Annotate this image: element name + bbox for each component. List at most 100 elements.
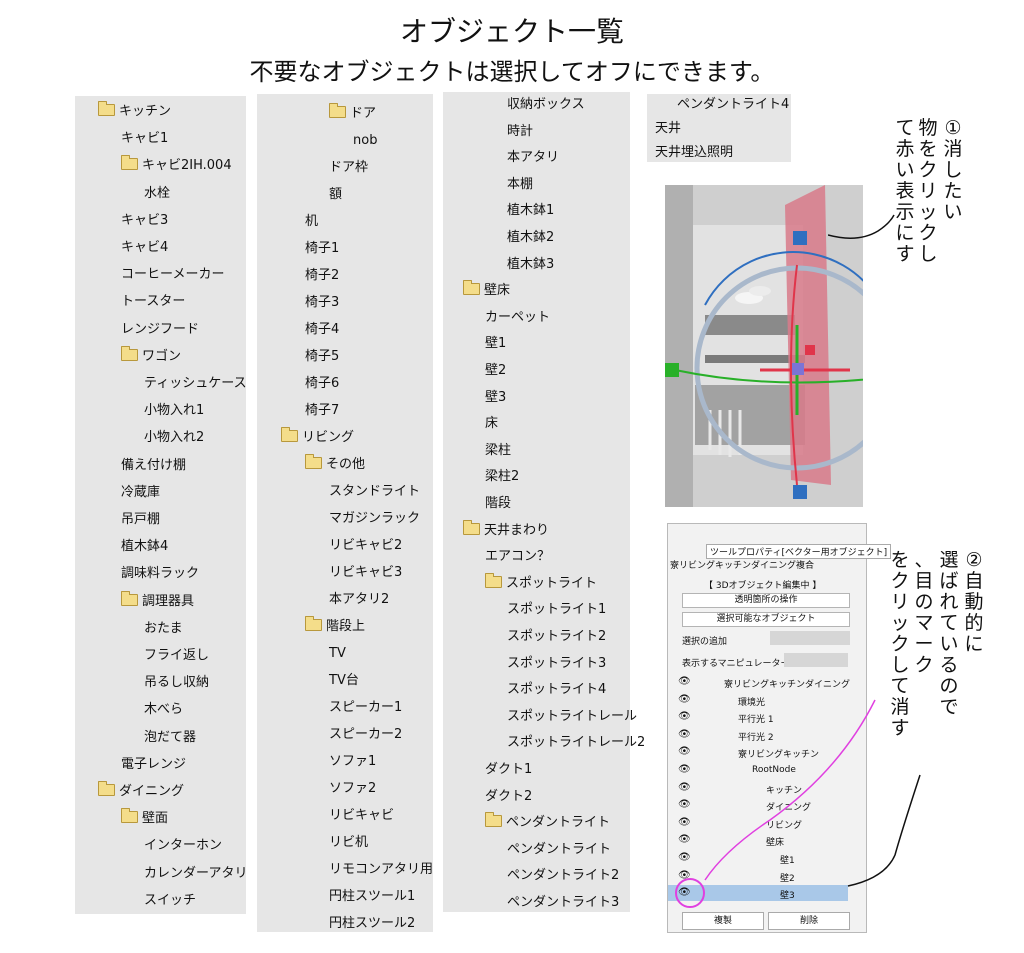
layer-row[interactable]: 👁環境光 — [668, 692, 848, 708]
list-item[interactable]: トースター — [121, 294, 185, 310]
panel-tab[interactable]: ツールプロパティ[ベクター用オブジェクト] — [706, 544, 892, 559]
layer-row[interactable]: 👁寮リビングキッチン — [668, 744, 848, 760]
eye-icon[interactable]: 👁 — [678, 852, 691, 863]
list-item[interactable]: 円柱スツール2 — [329, 916, 415, 932]
list-item[interactable]: 天井 — [655, 121, 681, 137]
eye-icon[interactable]: 👁 — [678, 887, 691, 899]
duplicate-button[interactable]: 複製 — [682, 912, 764, 930]
list-item[interactable]: おたま — [144, 621, 183, 637]
list-item[interactable]: スイッチ — [144, 893, 196, 909]
list-item[interactable]: 本アタリ2 — [329, 592, 389, 608]
layer-row[interactable]: 👁平行光 2 — [668, 727, 848, 743]
list-item[interactable]: TV台 — [329, 673, 359, 689]
folder-item[interactable]: 壁面 — [121, 808, 168, 827]
list-item[interactable]: 階段 — [485, 496, 511, 512]
list-item[interactable]: 調味料ラック — [121, 566, 199, 582]
list-item[interactable]: フライ返し — [144, 648, 209, 664]
list-item[interactable]: エアコン？ — [485, 549, 550, 565]
list-item[interactable]: キャビ4 — [121, 240, 168, 256]
list-item[interactable]: 備え付け棚 — [121, 458, 186, 474]
list-item[interactable]: リモコンアタリ用 — [329, 862, 433, 878]
list-item[interactable]: スポットライト3 — [507, 656, 606, 672]
folder-item[interactable]: ドア — [329, 103, 376, 122]
folder-item[interactable]: 壁床 — [463, 280, 510, 299]
list-item[interactable]: ソファ2 — [329, 781, 376, 797]
layer-row[interactable]: 👁ダイニング — [668, 797, 848, 813]
list-item[interactable]: レンジフード — [121, 322, 199, 338]
layer-row[interactable]: 👁キッチン — [668, 780, 848, 796]
list-item[interactable]: ドア枠 — [329, 160, 368, 176]
eye-icon[interactable]: 👁 — [678, 834, 691, 846]
list-item[interactable]: コーヒーメーカー — [121, 267, 224, 283]
list-item[interactable]: インターホン — [144, 838, 222, 854]
list-item[interactable]: 小物入れ1 — [144, 403, 204, 419]
eye-icon[interactable]: 👁 — [678, 764, 691, 775]
layer-row[interactable]: 👁壁3 — [668, 885, 848, 902]
layer-row[interactable]: 👁リビング — [668, 815, 848, 831]
list-item[interactable]: 椅子7 — [305, 403, 339, 419]
list-item[interactable]: スポットライト4 — [507, 682, 606, 698]
selection-mode-icons[interactable] — [770, 631, 850, 645]
list-item[interactable]: ペンダントライト — [507, 842, 611, 858]
list-item[interactable]: 円柱スツール1 — [329, 889, 415, 905]
folder-item[interactable]: 天井まわり — [463, 519, 549, 539]
folder-item[interactable]: リビング — [281, 427, 354, 446]
manipulator-icons[interactable] — [784, 653, 848, 667]
eye-icon[interactable]: 👁 — [678, 799, 691, 811]
list-item[interactable]: キャビ3 — [121, 213, 168, 229]
list-item[interactable]: 椅子4 — [305, 322, 339, 338]
list-item[interactable]: 天井埋込照明 — [655, 145, 733, 161]
list-item[interactable]: ダクト1 — [485, 762, 532, 778]
list-item[interactable]: 冷蔵庫 — [121, 485, 160, 501]
list-item[interactable]: 収納ボックス — [507, 97, 585, 113]
list-item[interactable]: TV — [329, 646, 346, 662]
delete-button[interactable]: 削除 — [768, 912, 850, 930]
folder-item[interactable]: ペンダントライト — [485, 812, 610, 831]
list-item[interactable]: 椅子3 — [305, 295, 339, 311]
folder-item[interactable]: その他 — [305, 454, 365, 473]
list-item[interactable]: ティッシュケース — [144, 376, 247, 392]
list-item[interactable]: 椅子5 — [305, 349, 339, 365]
folder-item[interactable]: キッチン — [98, 101, 171, 120]
list-item[interactable]: 椅子1 — [305, 241, 339, 257]
list-item[interactable]: 机 — [305, 214, 318, 230]
list-item[interactable]: スポットライトレール — [507, 709, 637, 725]
list-item[interactable]: 椅子6 — [305, 376, 339, 392]
eye-icon[interactable]: 👁 — [678, 693, 691, 705]
list-item[interactable]: 額 — [329, 187, 342, 203]
list-item[interactable]: リビ机 — [329, 835, 368, 851]
folder-item[interactable]: 調理器具 — [121, 590, 194, 610]
folder-item[interactable]: 階段上 — [305, 616, 365, 635]
list-item[interactable]: 時計 — [507, 124, 533, 140]
list-item[interactable]: nob — [353, 133, 377, 149]
list-item[interactable]: 水栓 — [144, 186, 170, 202]
list-item[interactable]: スタンドライト — [329, 484, 420, 500]
selectable-object-dropdown[interactable]: 選択可能なオブジェクト — [682, 612, 850, 627]
list-item[interactable]: 本棚 — [507, 177, 533, 193]
list-item[interactable]: 木べら — [144, 702, 183, 718]
list-item[interactable]: ペンダントライト2 — [507, 868, 619, 884]
list-item[interactable]: 吊るし収納 — [144, 675, 209, 691]
list-item[interactable]: カレンダーアタリ — [144, 866, 247, 882]
layer-row[interactable]: 👁壁1 — [668, 850, 848, 866]
folder-item[interactable]: ワゴン — [121, 345, 181, 365]
list-item[interactable]: スピーカー2 — [329, 727, 402, 743]
list-item[interactable]: 植木鉢3 — [507, 257, 554, 273]
eye-icon[interactable]: 👁 — [678, 728, 691, 740]
list-item[interactable]: 壁2 — [485, 363, 506, 379]
list-item[interactable]: リビキャビ — [329, 808, 394, 824]
list-item[interactable]: マガジンラック — [329, 511, 420, 527]
folder-item[interactable]: キャビ2IH.004 — [121, 155, 232, 174]
list-item[interactable]: 植木鉢4 — [121, 539, 168, 555]
eye-icon[interactable]: 👁 — [678, 676, 691, 687]
layer-row[interactable]: 👁RootNode — [668, 762, 848, 778]
eye-icon[interactable]: 👁 — [678, 746, 691, 758]
list-item[interactable]: 泡だて器 — [144, 730, 196, 746]
folder-item[interactable]: スポットライト — [485, 572, 597, 592]
list-item[interactable]: 椅子2 — [305, 268, 339, 284]
list-item[interactable]: スポットライト1 — [507, 602, 606, 618]
layer-row[interactable]: 👁壁床 — [668, 832, 848, 848]
folder-item[interactable]: ダイニング — [98, 781, 184, 800]
list-item[interactable]: 小物入れ2 — [144, 430, 204, 446]
list-item[interactable]: カーペット — [485, 310, 550, 326]
